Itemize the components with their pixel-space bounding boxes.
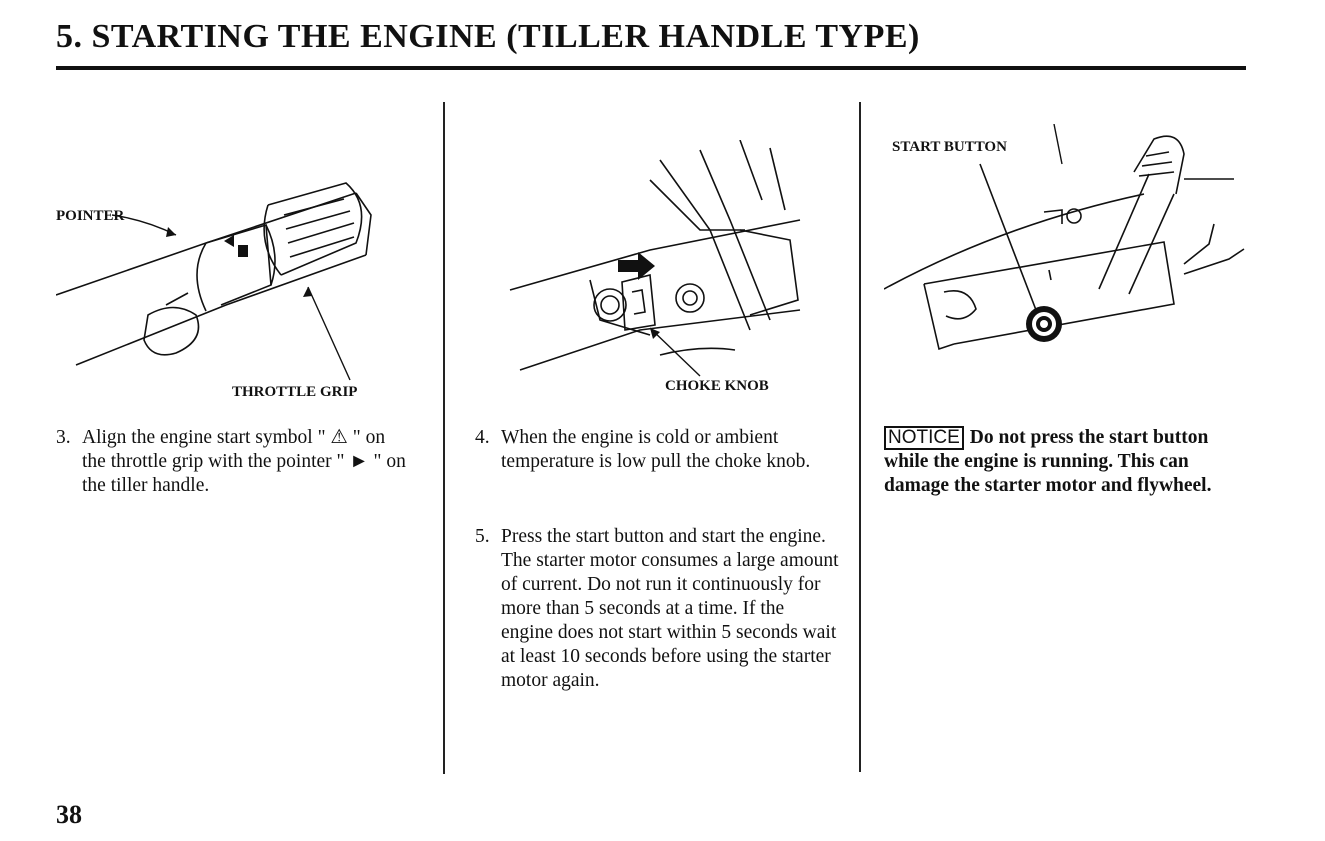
step-5-number: 5.	[475, 526, 490, 547]
step-4: 4. When the engine is cold or ambient te…	[475, 426, 840, 474]
throttle-grip-illustration	[56, 165, 396, 385]
step-4-text: When the engine is cold or ambient tempe…	[501, 427, 811, 472]
notice-tag: NOTICE	[884, 426, 964, 450]
step-5: 5. Press the start button and start the …	[475, 525, 840, 693]
step-3-text: Align the engine start symbol " ⚠ " on t…	[82, 427, 406, 496]
page-number: 38	[56, 800, 82, 829]
notice-text: Do not press the start button while the …	[884, 427, 1212, 496]
step-4-number: 4.	[475, 427, 490, 448]
step-3: 3. Align the engine start symbol " ⚠ " o…	[56, 426, 406, 498]
choke-knob-illustration	[500, 140, 820, 380]
page-title: 5. STARTING THE ENGINE (TILLER HANDLE TY…	[56, 18, 920, 55]
step-3-number: 3.	[56, 427, 71, 448]
pointer-label: POINTER	[56, 208, 125, 224]
step-5-text: Press the start button and start the eng…	[501, 526, 839, 691]
title-rule	[56, 66, 1246, 70]
throttle-grip-label: THROTTLE GRIP	[232, 384, 358, 400]
start-button-label: START BUTTON	[892, 139, 1007, 155]
start-button-illustration	[884, 124, 1254, 374]
column-divider-left	[443, 102, 445, 774]
choke-knob-label: CHOKE KNOB	[665, 378, 769, 394]
column-divider-right	[859, 102, 861, 772]
